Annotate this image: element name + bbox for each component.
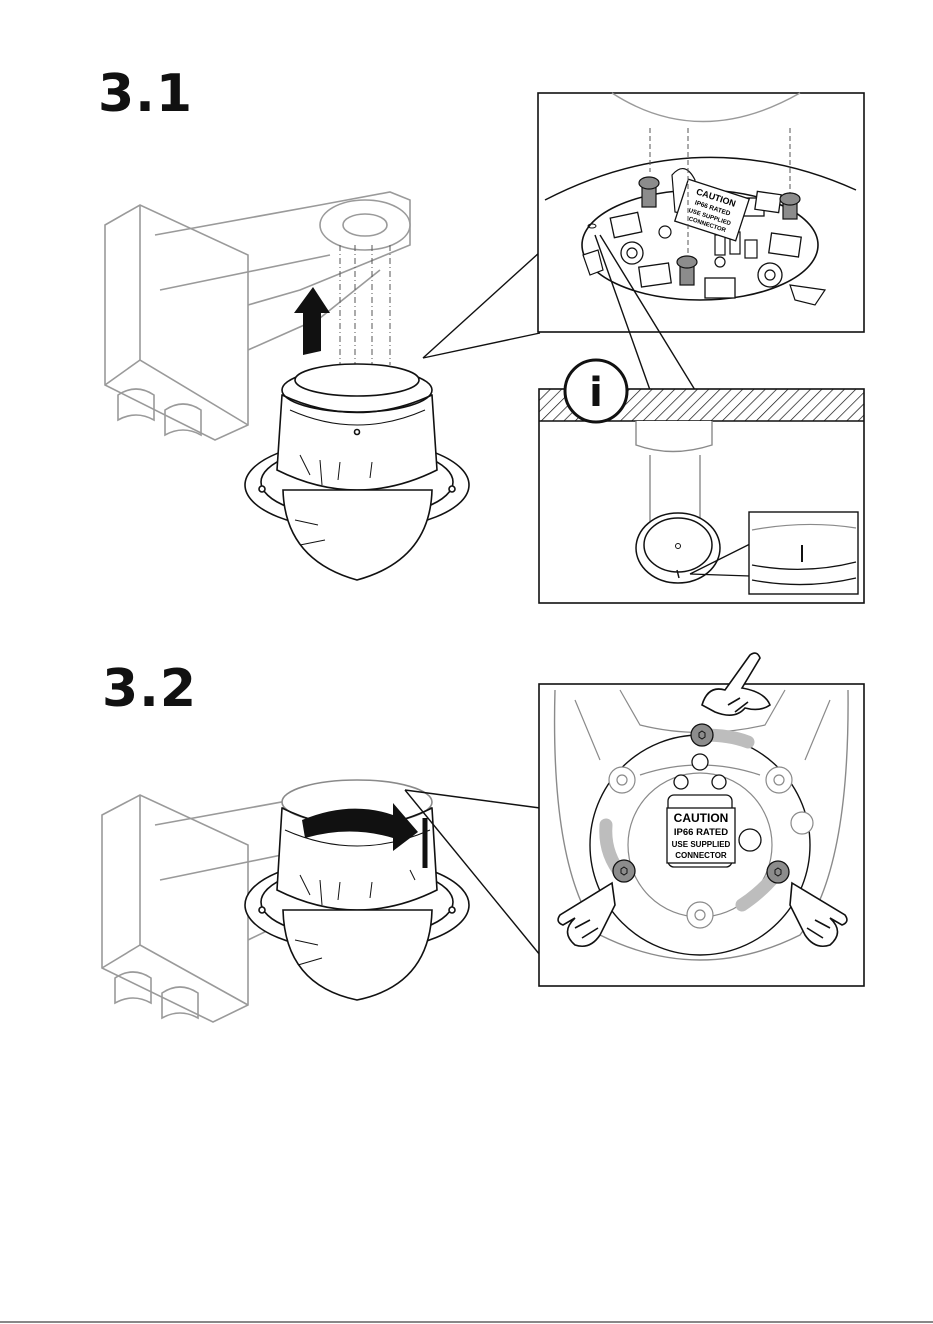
svg-text:IP66 RATED: IP66 RATED (674, 827, 728, 838)
arrow-up-icon (294, 287, 330, 355)
caution-label: CAUTION IP66 RATED USE SUPPLIED CONNECTO… (667, 808, 735, 863)
detail-box-mount-3-1: CAUTION IP66 RATED USE SUPPLIED CONNECTO… (538, 93, 864, 332)
callout-lines-3-1 (423, 252, 540, 358)
svg-text:i: i (589, 370, 603, 416)
svg-text:USE SUPPLIED: USE SUPPLIED (672, 840, 731, 849)
detail-box-lock-3-2: CAUTION IP66 RATED USE SUPPLIED CONNECTO… (539, 653, 864, 986)
info-icon: i (565, 360, 627, 422)
svg-text:CONNECTOR: CONNECTOR (675, 851, 727, 860)
svg-text:CAUTION: CAUTION (674, 811, 729, 825)
dome-camera-3-1 (245, 364, 469, 580)
